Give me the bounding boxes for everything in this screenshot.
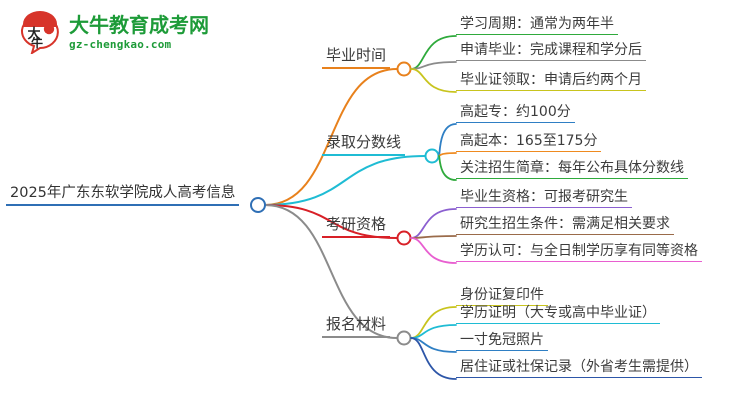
leaf-node-label: 学历证明（大专或高中毕业证） <box>456 306 660 324</box>
leaf-node-label: 申请毕业：完成课程和学分后 <box>456 43 646 61</box>
leaf-node-label: 毕业生资格：可报考研究生 <box>456 190 632 208</box>
branch-node-label: 录取分数线 <box>322 134 406 156</box>
mindmap-leaf-node[interactable]: 高起专：约100分 <box>456 105 575 123</box>
leaf-node-label: 高起专：约100分 <box>456 105 575 123</box>
mindmap-leaf-node[interactable]: 研究生招生条件：需满足相关要求 <box>456 217 674 235</box>
leaf-node-label: 高起本：165至175分 <box>456 134 602 152</box>
leaf-node-label: 研究生招生条件：需满足相关要求 <box>456 217 674 235</box>
mindmap-leaf-node[interactable]: 申请毕业：完成课程和学分后 <box>456 43 646 61</box>
mindmap-leaf-node[interactable]: 高起本：165至175分 <box>456 134 602 152</box>
mindmap-leaf-node[interactable]: 学习周期：通常为两年半 <box>456 17 618 35</box>
svg-text:牛: 牛 <box>31 35 43 50</box>
mindmap-leaf-node[interactable]: 学历认可：与全日制学历享有同等资格 <box>456 244 702 262</box>
mindmap-branch-node[interactable]: 毕业时间 <box>322 47 391 69</box>
leaf-node-label: 毕业证领取：申请后约两个月 <box>456 73 646 91</box>
branch-node-label: 报名材料 <box>322 316 391 338</box>
logo-text-block: 大牛教育成考网 gz-chengkao.com <box>69 15 209 50</box>
branch-node-label: 考研资格 <box>322 216 391 238</box>
leaf-node-label: 一寸免冠照片 <box>456 333 548 351</box>
leaf-node-label: 学习周期：通常为两年半 <box>456 17 618 35</box>
logo-domain: gz-chengkao.com <box>69 37 172 51</box>
mindmap-leaf-node[interactable]: 一寸免冠照片 <box>456 333 548 351</box>
mindmap-leaf-node[interactable]: 毕业证领取：申请后约两个月 <box>456 73 646 91</box>
mindmap-branch-node[interactable]: 报名材料 <box>322 316 391 338</box>
leaf-node-label: 居住证或社保记录（外省考生需提供） <box>456 360 702 378</box>
leaf-node-label: 身份证复印件 <box>456 288 548 306</box>
mindmap-leaf-node[interactable]: 学历证明（大专或高中毕业证） <box>456 306 660 324</box>
svg-text:大: 大 <box>27 26 40 42</box>
site-logo[interactable]: 大 牛 大牛教育成考网 gz-chengkao.com <box>18 10 209 56</box>
mindmap-leaf-node[interactable]: 毕业生资格：可报考研究生 <box>456 190 632 208</box>
mindmap-leaf-node[interactable]: 身份证复印件 <box>456 288 548 306</box>
mindmap-leaf-node[interactable]: 居住证或社保记录（外省考生需提供） <box>456 360 702 378</box>
logo-site-name: 大牛教育成考网 <box>69 12 209 37</box>
daniu-round-logo-icon: 大 牛 <box>18 10 62 56</box>
root-node-label: 2025年广东东软学院成人高考信息 <box>6 185 240 207</box>
mindmap-leaf-node[interactable]: 关注招生简章：每年公布具体分数线 <box>456 161 688 179</box>
leaf-node-label: 学历认可：与全日制学历享有同等资格 <box>456 244 702 262</box>
mindmap-root-node[interactable]: 2025年广东东软学院成人高考信息 <box>6 185 240 207</box>
leaf-node-label: 关注招生简章：每年公布具体分数线 <box>456 161 688 179</box>
branch-node-label: 毕业时间 <box>322 47 391 69</box>
mindmap-branch-node[interactable]: 考研资格 <box>322 216 391 238</box>
mindmap-branch-node[interactable]: 录取分数线 <box>322 134 406 156</box>
